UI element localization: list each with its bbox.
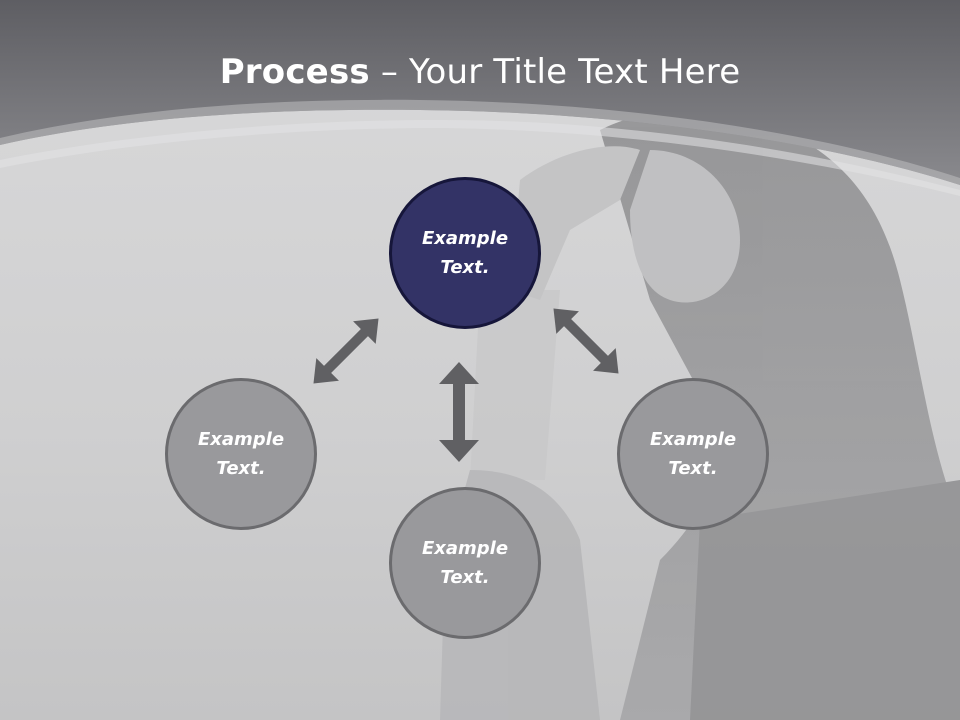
arrow-vertical	[439, 362, 479, 462]
arrow-top-right	[553, 308, 619, 374]
header-band	[0, 0, 960, 185]
node-label: Example Text.	[421, 538, 509, 588]
node-label: Example Text.	[197, 429, 285, 479]
node-label: Example Text.	[649, 429, 737, 479]
process-node-top: Example Text.	[389, 177, 541, 329]
process-node-left: Example Text.	[165, 378, 317, 530]
process-node-right: Example Text.	[617, 378, 769, 530]
slide-title: Process – Your Title Text Here	[0, 52, 960, 92]
process-node-bottom: Example Text.	[389, 487, 541, 639]
title-rest: – Your Title Text Here	[369, 52, 741, 92]
arrow-top-left	[313, 318, 379, 384]
node-label: Example Text.	[421, 228, 509, 278]
title-bold: Process	[219, 52, 370, 92]
